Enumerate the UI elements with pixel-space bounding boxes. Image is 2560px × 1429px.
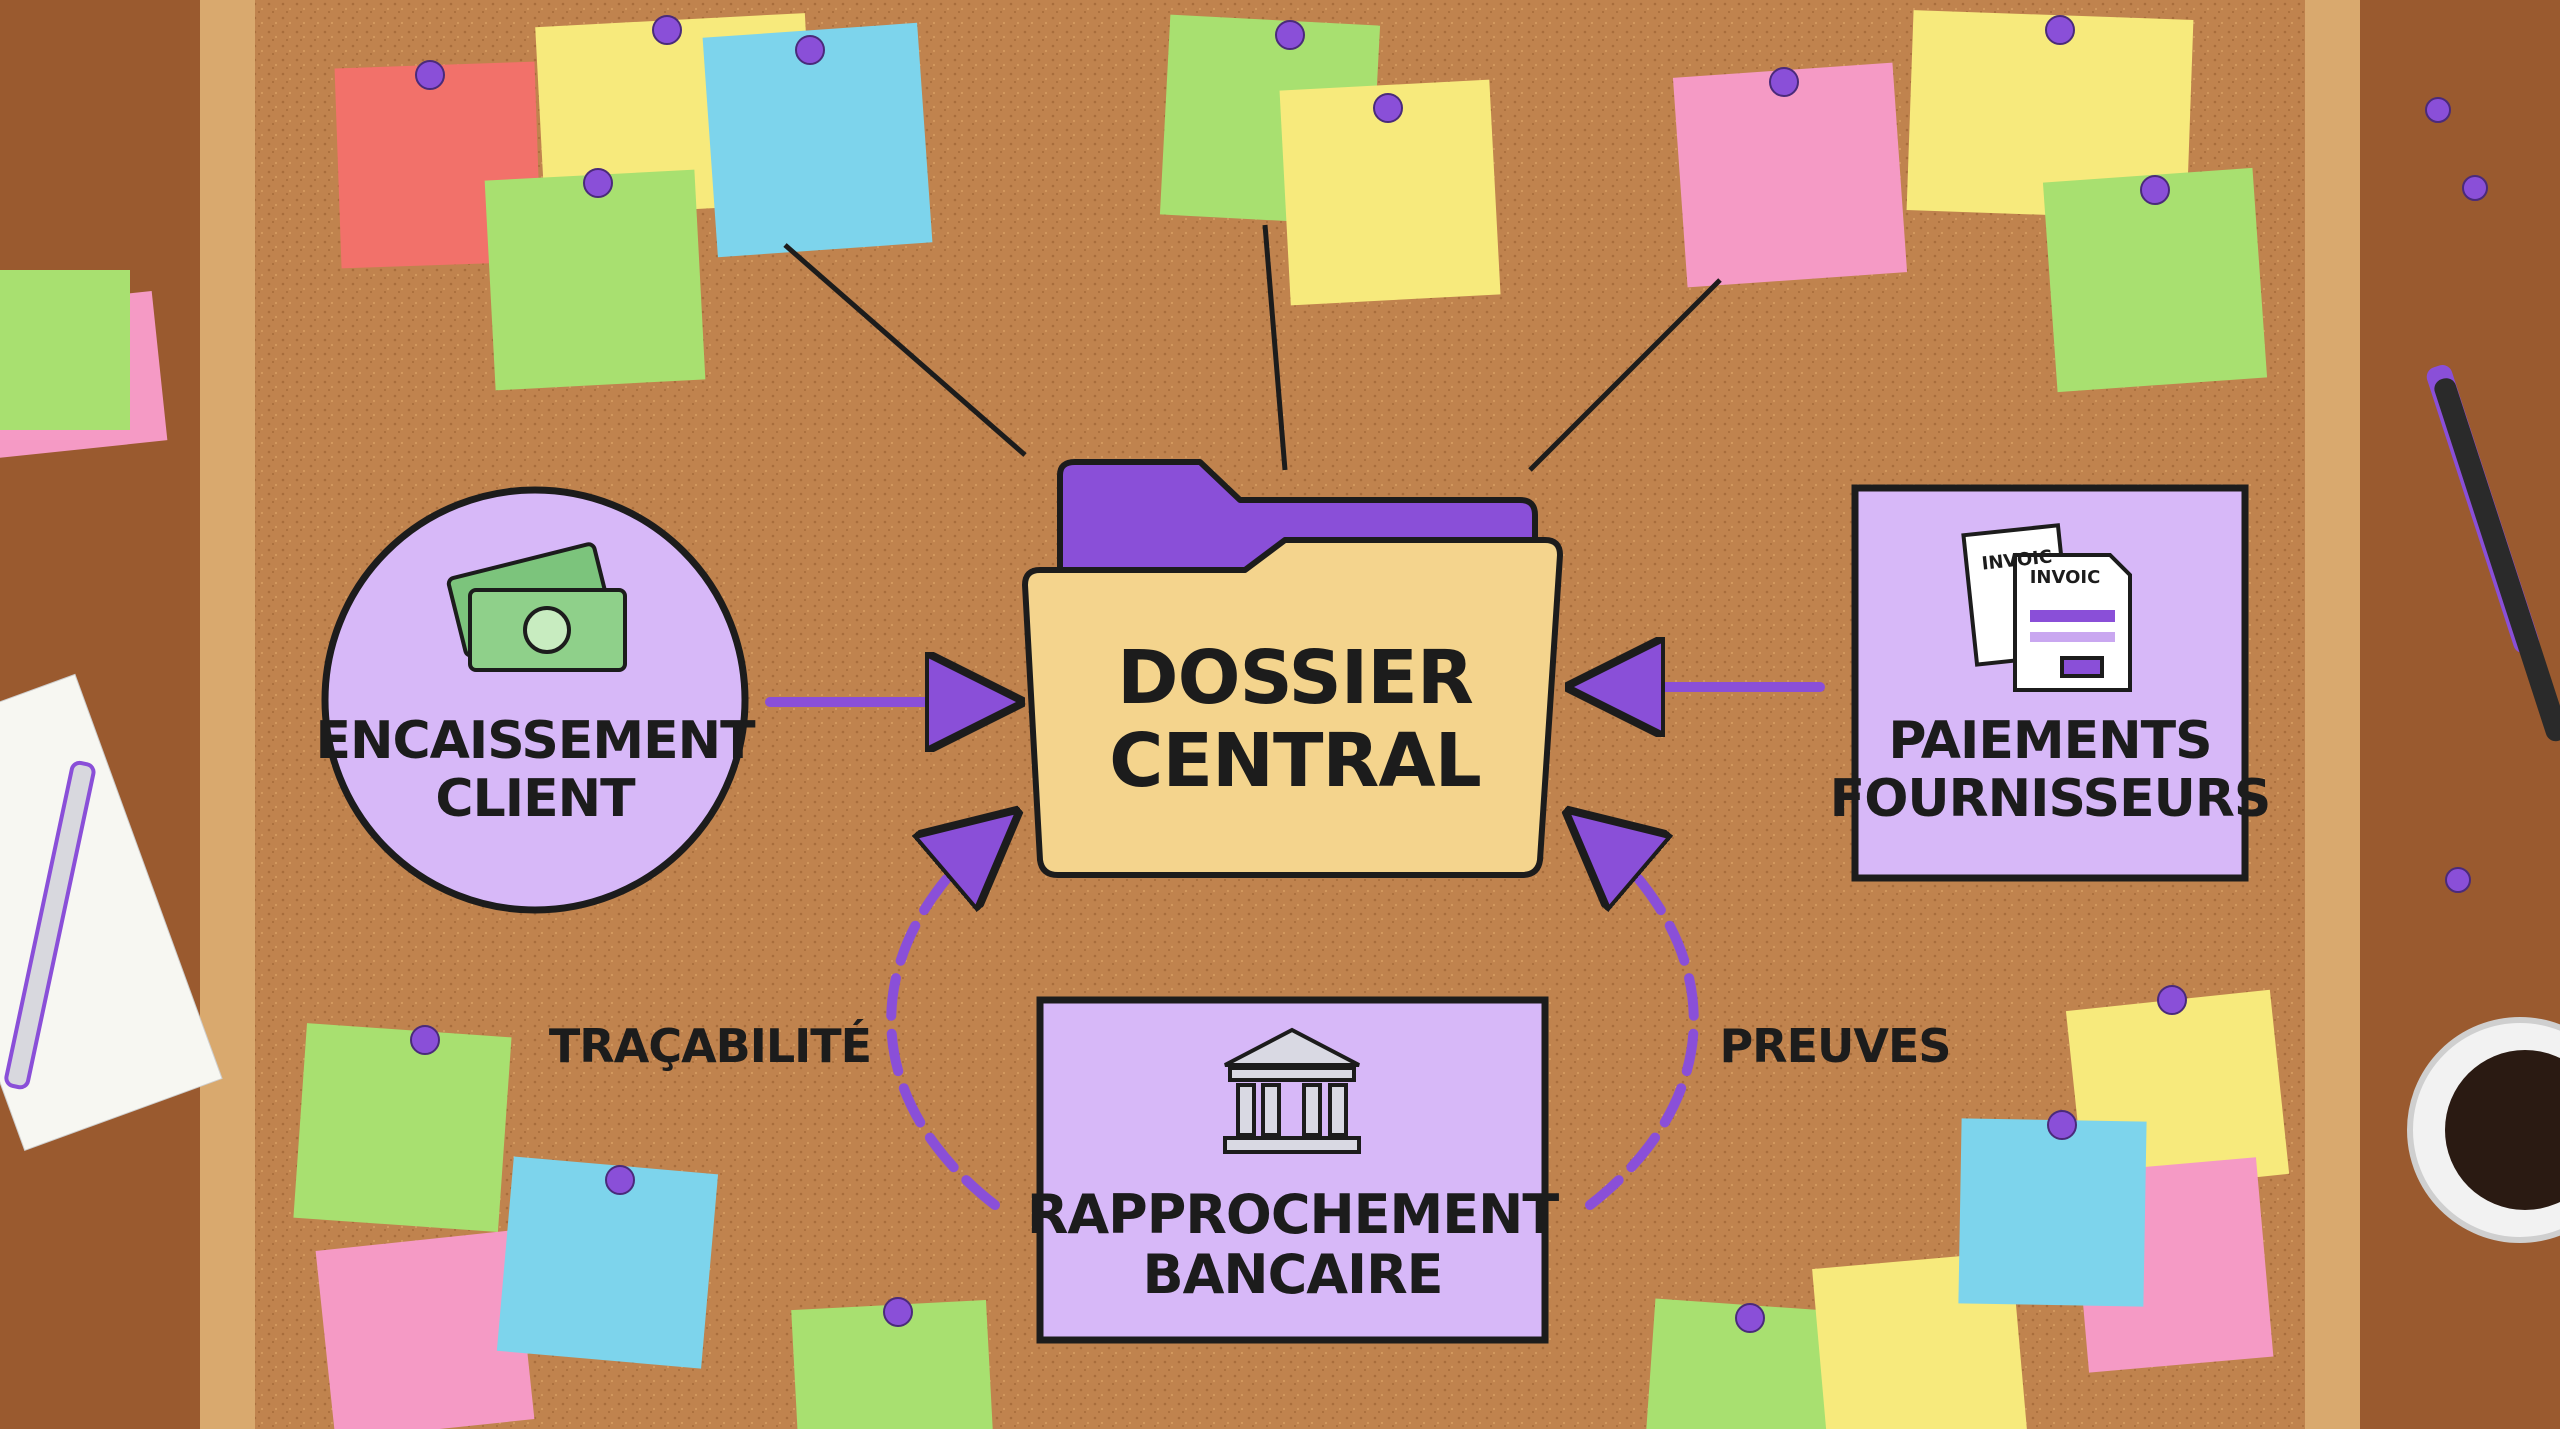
- encaissement-line2: CLIENT: [435, 769, 635, 829]
- flow-arrows: [765, 687, 1825, 1210]
- desk-sticky-green: [0, 270, 130, 430]
- money-icon: [446, 542, 627, 672]
- arrow-preuves: [1590, 835, 1699, 1210]
- paiements-node: [1851, 484, 2249, 882]
- tracabilite-label: TRAÇABILITÉ: [548, 1019, 872, 1074]
- rapprochement-label: RAPPROCHEMENT BANCAIRE: [1027, 1175, 1559, 1315]
- push-pins: [410, 15, 2488, 1333]
- arrow-tracabilite: [886, 835, 995, 1210]
- encaissement-line1: ENCAISSEMENT: [315, 710, 755, 771]
- rapprochement-node: [1036, 996, 1549, 1344]
- encaissement-label: ENCAISSEMENT CLIENT: [315, 700, 755, 840]
- coffee-mug: [2407, 1017, 2560, 1243]
- sticky-notes: [293, 10, 2290, 1429]
- paiements-line2: FOURNISSEURS: [1829, 769, 2272, 829]
- central-folder-title: DOSSIER CENTRAL: [1070, 620, 1520, 820]
- preuves-label: PREUVES: [1719, 1019, 1951, 1074]
- central-title-line2: CENTRAL: [1109, 718, 1482, 804]
- connector-lines: [783, 224, 1722, 472]
- central-title-line1: DOSSIER: [1117, 635, 1474, 722]
- bank-icon: [1223, 1027, 1361, 1154]
- invoice-icon: [1961, 523, 2132, 692]
- rapprochement-line1: RAPPROCHEMENT: [1026, 1182, 1559, 1246]
- paiements-label: PAIEMENTS FOURNISSEURS: [1830, 700, 2272, 840]
- rapprochement-line2: BANCAIRE: [1142, 1243, 1443, 1306]
- desk-marker-black: [2434, 378, 2560, 742]
- desk-pen: [4, 760, 96, 1090]
- invoice-text-front: INVOIC: [2029, 566, 2101, 588]
- central-folder: [1022, 459, 1563, 878]
- paiements-line1: PAIEMENTS: [1888, 710, 2212, 771]
- encaissement-node: [321, 486, 749, 914]
